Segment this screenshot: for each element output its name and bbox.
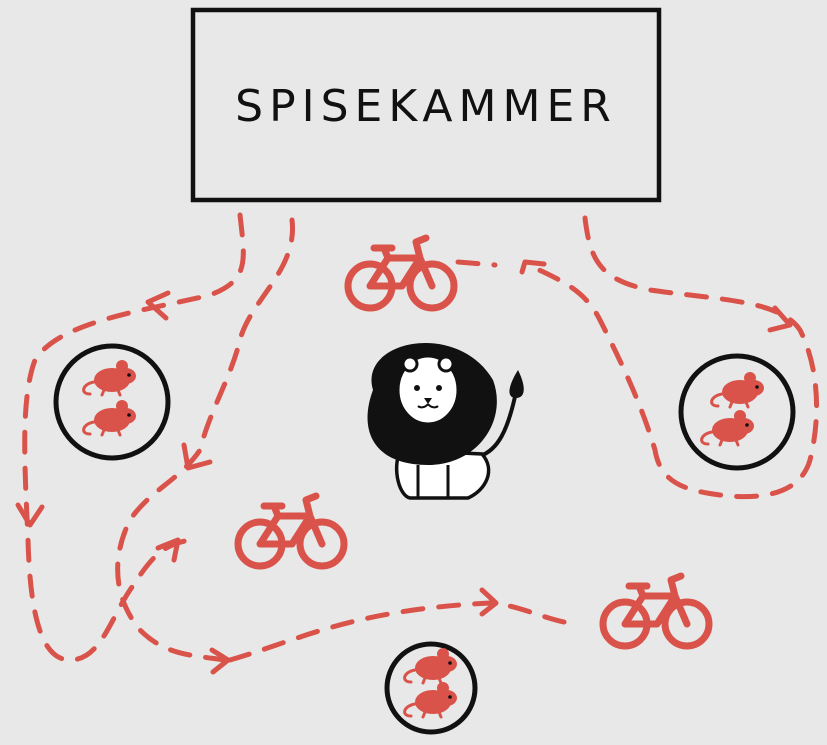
bicycle-icon [603,576,709,646]
bicycle-icon [238,496,344,566]
pantry-label: SPISEKAMMER [235,81,617,132]
arrow-mid-down [181,442,213,471]
arrow-bottom [209,647,231,675]
arrow-right [767,305,793,333]
pantry-box: SPISEKAMMER [190,7,662,203]
arrow-top-return [519,259,547,275]
lion-icon [367,342,524,500]
nest-right [678,353,796,471]
arrow-left-top [145,290,171,321]
arrow-left-down [15,502,45,528]
nest-left [53,343,171,461]
bicycle-icon [348,238,454,308]
arrow-center-right [479,587,499,617]
route-paths [22,212,820,663]
route-arrows [15,259,793,675]
arrow-mid-up [155,537,181,563]
nest-circle [53,343,171,461]
nest-bottom [384,641,478,735]
